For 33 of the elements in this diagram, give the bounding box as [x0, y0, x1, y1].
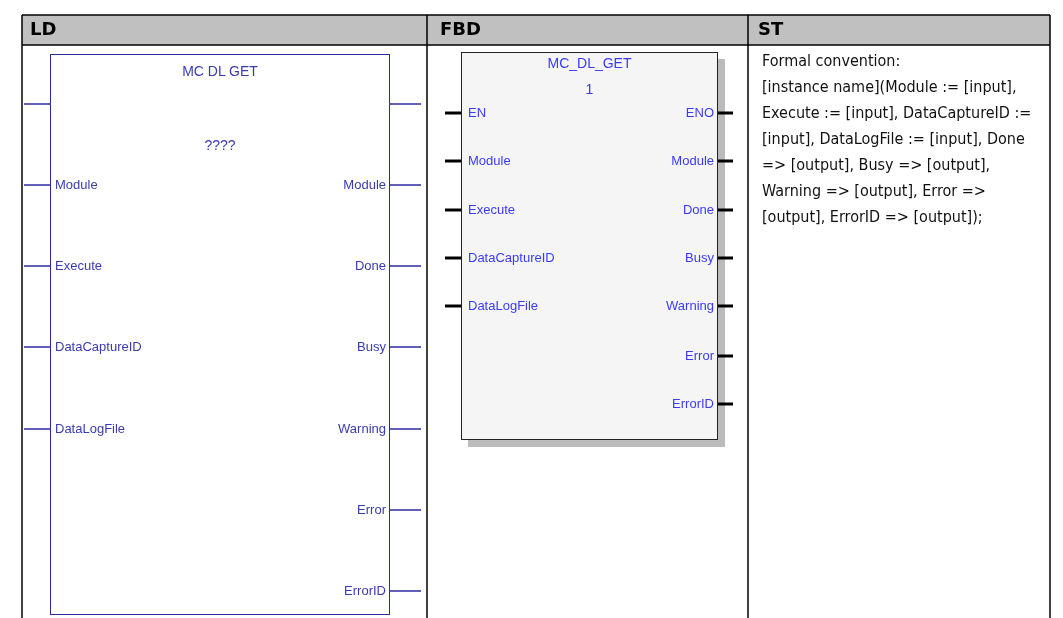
- function-block: [50, 54, 390, 615]
- pin-name: ErrorID: [672, 396, 714, 412]
- pin-name: ErrorID: [344, 583, 386, 599]
- pin-name: Warning: [666, 298, 714, 314]
- pin-name: Busy: [685, 250, 714, 266]
- pin-name: DataCaptureID: [468, 250, 555, 266]
- pin-name: Module: [55, 177, 98, 193]
- pin-name: Module: [671, 153, 714, 169]
- pin-name: Error: [685, 348, 714, 364]
- st-heading: Formal convention:: [762, 50, 902, 72]
- column-header: LD: [30, 18, 57, 39]
- st-code-text: [instance name](Module := [input], Execute := [input], DataCaptureID := [input], DataLogFile := [input], Done => [output], Busy => [output], Warning => [output], Error => [output], ErrorID => [output]);: [762, 76, 1033, 228]
- pin-name: Execute: [55, 258, 102, 274]
- instance-name: ????: [203, 137, 237, 153]
- pin-name: DataLogFile: [55, 421, 126, 437]
- pin-name: Module: [343, 177, 386, 193]
- pin-name: EN: [468, 105, 487, 121]
- block-name: MC DL GET: [181, 63, 259, 79]
- pin-name: Warning: [338, 421, 386, 437]
- pin-name: DataLogFile: [468, 298, 539, 314]
- pin-name: Busy: [357, 339, 386, 355]
- column-header: FBD: [440, 18, 481, 39]
- instance-name: 1: [584, 81, 595, 97]
- pin-name: ENO: [685, 105, 714, 121]
- pin-name: DataCaptureID: [55, 339, 142, 355]
- pin-name: Done: [354, 258, 386, 274]
- pin-name: Execute: [468, 202, 515, 218]
- pin-name: Module: [468, 153, 511, 169]
- column-header: ST: [758, 18, 784, 39]
- pin-name: Done: [682, 202, 714, 218]
- block-name: MC_DL_GET: [546, 55, 633, 71]
- function-block: [461, 52, 718, 440]
- pin-name: Error: [357, 502, 386, 518]
